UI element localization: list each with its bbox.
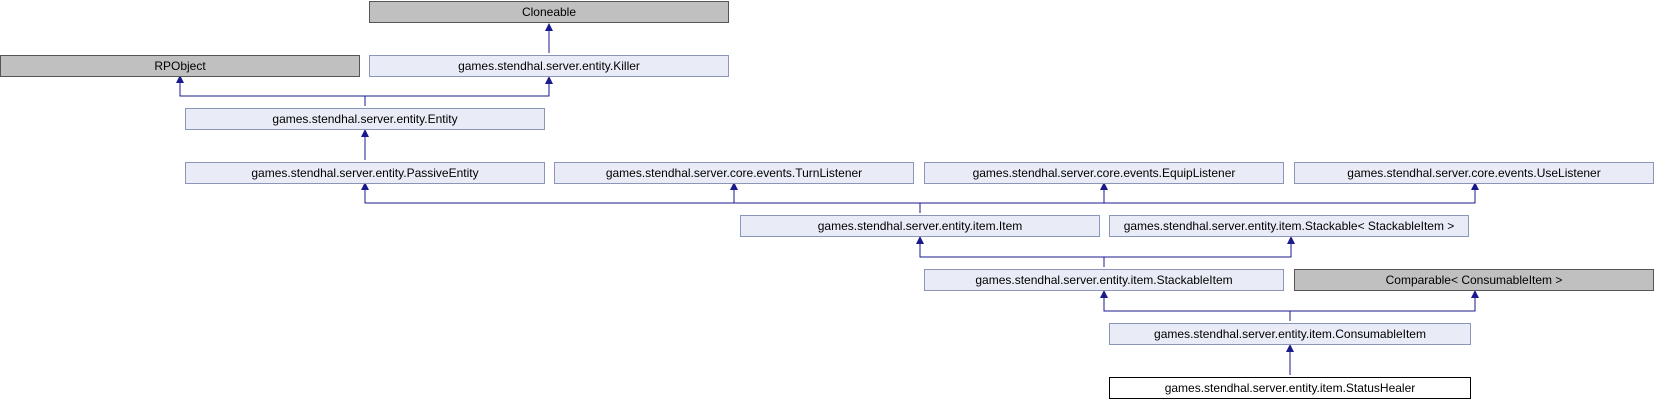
- edge-item-equip: [920, 182, 1108, 204]
- edge-stackableitem-stackable: [1104, 236, 1295, 258]
- edge-entity-killer: [365, 76, 553, 97]
- edge-item-turn: [730, 182, 920, 204]
- class-passive-entity[interactable]: games.stendhal.server.entity.PassiveEnti…: [185, 162, 545, 184]
- node-label: games.stendhal.server.core.events.UseLis…: [1347, 166, 1601, 180]
- edge-item-passive: [361, 182, 921, 213]
- class-use-listener[interactable]: games.stendhal.server.core.events.UseLis…: [1294, 162, 1654, 184]
- node-label: games.stendhal.server.entity.PassiveEnti…: [251, 166, 479, 180]
- node-label: games.stendhal.server.entity.Killer: [458, 59, 640, 73]
- class-cloneable: Cloneable: [369, 1, 729, 23]
- class-entity[interactable]: games.stendhal.server.entity.Entity: [185, 108, 545, 130]
- node-label: games.stendhal.server.entity.item.Status…: [1164, 381, 1416, 395]
- edge-consumable-comparable: [1290, 290, 1479, 312]
- class-rpobject: RPObject: [0, 55, 360, 77]
- class-item[interactable]: games.stendhal.server.entity.item.Item: [740, 215, 1100, 237]
- edge-entity-rpobject: [176, 75, 366, 106]
- class-killer[interactable]: games.stendhal.server.entity.Killer: [369, 55, 729, 77]
- node-label: RPObject: [154, 59, 206, 73]
- class-status-healer: games.stendhal.server.entity.item.Status…: [1109, 377, 1471, 399]
- class-comparable: Comparable< ConsumableItem >: [1294, 269, 1654, 291]
- class-equip-listener[interactable]: games.stendhal.server.core.events.EquipL…: [924, 162, 1284, 184]
- class-turn-listener[interactable]: games.stendhal.server.core.events.TurnLi…: [554, 162, 914, 184]
- edge-consumable-stackableitem: [1100, 290, 1291, 321]
- node-label: games.stendhal.server.entity.item.Stacka…: [975, 273, 1233, 287]
- class-stackable[interactable]: games.stendhal.server.entity.item.Stacka…: [1109, 215, 1469, 237]
- node-label: games.stendhal.server.entity.item.Consum…: [1154, 327, 1426, 341]
- class-stackable-item[interactable]: games.stendhal.server.entity.item.Stacka…: [924, 269, 1284, 291]
- node-label: Comparable< ConsumableItem >: [1385, 273, 1563, 287]
- node-label: Cloneable: [521, 5, 577, 19]
- node-label: games.stendhal.server.entity.item.Stacka…: [1123, 219, 1455, 233]
- node-label: games.stendhal.server.entity.Entity: [272, 112, 458, 126]
- node-label: games.stendhal.server.core.events.TurnLi…: [605, 166, 863, 180]
- edge-stackableitem-item: [916, 236, 1105, 267]
- edge-item-use: [1104, 182, 1479, 204]
- class-consumable-item[interactable]: games.stendhal.server.entity.item.Consum…: [1109, 323, 1471, 345]
- node-label: games.stendhal.server.core.events.EquipL…: [972, 166, 1236, 180]
- node-label: games.stendhal.server.entity.item.Item: [817, 219, 1023, 233]
